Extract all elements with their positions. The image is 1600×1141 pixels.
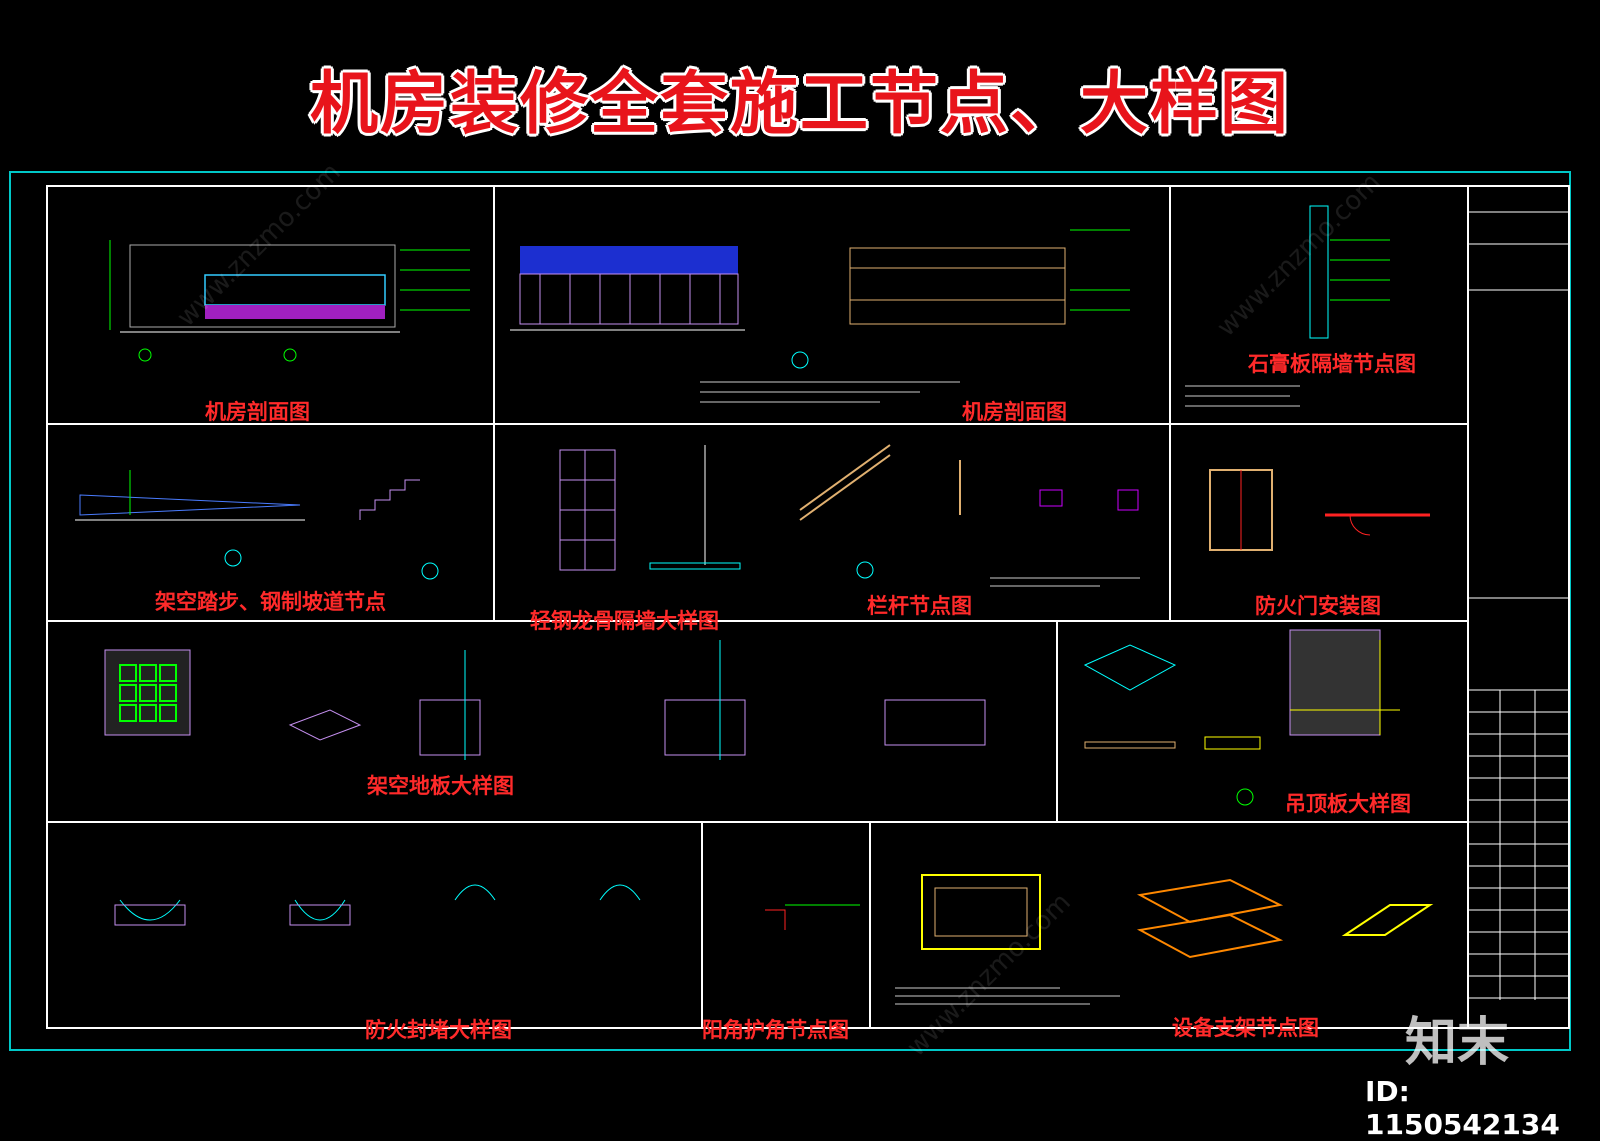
label-raised-floor: 架空地板大样图 (367, 774, 514, 798)
page-title: 机房装修全套施工节点、大样图 (309, 65, 1290, 144)
drawing-partition-wall (1185, 205, 1390, 407)
drawing-equipment-support (895, 874, 1434, 1005)
drawing-corner-guard (765, 904, 860, 930)
brand-logo: 知末 (1405, 1013, 1510, 1073)
drawing-section-2 (510, 229, 1130, 403)
drawing-railing (799, 444, 1140, 587)
label-light-steel-wall: 轻钢龙骨隔墙大样图 (530, 609, 719, 633)
label-ramp: 架空踏步、钢制坡道节点 (155, 590, 386, 614)
drawing-fire-door (1209, 469, 1430, 551)
label-fire-seal: 防火封堵大样图 (365, 1018, 512, 1042)
label-corner-guard: 阳角护角节点图 (702, 1018, 849, 1042)
inner-frame (46, 185, 1570, 1029)
label-section-1: 机房剖面图 (205, 400, 310, 424)
label-equipment-support: 设备支架节点图 (1172, 1016, 1319, 1040)
drawing-fire-seal (114, 884, 641, 926)
drawing-raised-floor (104, 640, 986, 760)
image-id: ID: 1150542134 (1365, 1075, 1560, 1141)
drawing-section-1 (109, 240, 470, 362)
panel-grid (47, 186, 1468, 1028)
drawing-ramp (75, 470, 439, 580)
label-railing: 栏杆节点图 (867, 594, 972, 618)
label-gypsum-wall: 石膏板隔墙节点图 (1248, 352, 1416, 376)
label-section-2: 机房剖面图 (962, 400, 1067, 424)
label-fire-door: 防火门安装图 (1255, 594, 1381, 618)
drawing-light-steel-wall (559, 445, 741, 571)
drawing-ceiling-board (1083, 629, 1400, 806)
label-ceiling-board: 吊顶板大样图 (1285, 792, 1411, 816)
title-block (1468, 211, 1569, 1000)
